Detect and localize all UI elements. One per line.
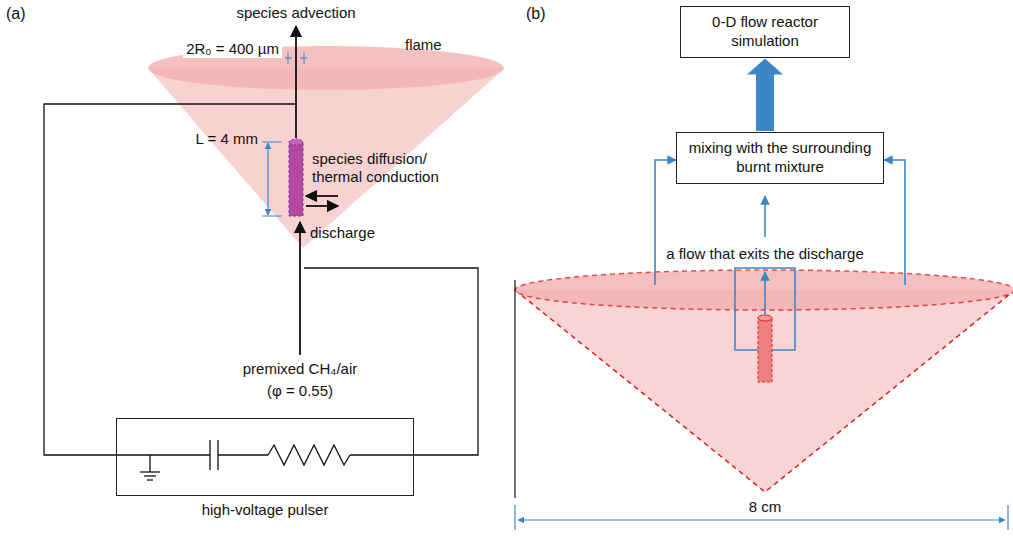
text-label: 2R₀ = 400 µm bbox=[183, 40, 282, 58]
node-text: mixing with the surrounding burnt mixtur… bbox=[685, 139, 875, 177]
flame-cone bbox=[148, 46, 505, 248]
text-label: a flow that exits the discharge bbox=[663, 245, 867, 263]
text-label: premixed CH₄/air bbox=[243, 360, 358, 378]
node-text: 0-D flow reactor simulation bbox=[689, 13, 841, 51]
text-label: species diffusion/ thermal conduction bbox=[312, 150, 462, 186]
text-label: (a) bbox=[6, 4, 26, 23]
text-label: 8 cm bbox=[746, 498, 785, 516]
text-label: L = 4 mm bbox=[196, 130, 258, 148]
text-label: (b) bbox=[526, 4, 546, 23]
text-label: flame bbox=[405, 36, 442, 54]
text-label: (φ = 0.55) bbox=[267, 382, 333, 400]
process-box: 0-D flow reactor simulation bbox=[680, 6, 850, 58]
node-text: high-voltage pulser bbox=[117, 501, 413, 518]
discharge-cylinder bbox=[289, 139, 303, 216]
flame-cone-b bbox=[515, 270, 1013, 492]
pulser-box: high-voltage pulser bbox=[116, 418, 414, 496]
text-label: discharge bbox=[310, 224, 375, 242]
text-label: species advection bbox=[236, 4, 355, 22]
pulser-circuit bbox=[116, 440, 414, 480]
flow-arrow bbox=[747, 59, 783, 132]
process-box: mixing with the surrounding burnt mixtur… bbox=[676, 132, 884, 184]
